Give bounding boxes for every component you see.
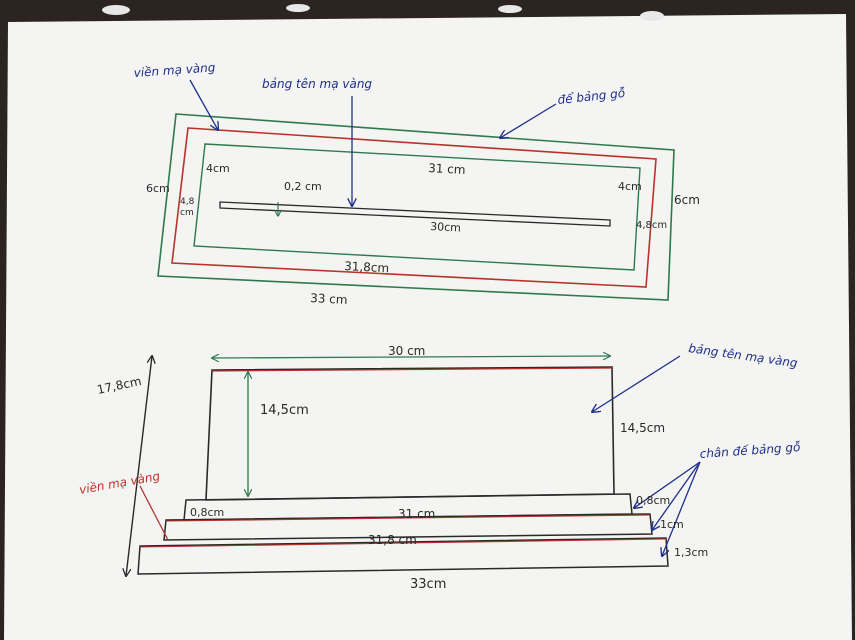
tier-3-gold-edge bbox=[139, 538, 667, 548]
pointer-arrow bbox=[662, 461, 701, 556]
dim-top-33cm: 33 cm bbox=[310, 291, 348, 307]
dim-top-48-left-a: 4,8 bbox=[180, 197, 195, 207]
ceiling-light-reflection bbox=[640, 11, 664, 21]
dim-top-48-right: 4,8cm bbox=[636, 220, 667, 231]
pointer-arrow bbox=[189, 79, 218, 130]
dim-top-02cm: 0,2 cm bbox=[284, 180, 322, 193]
dim-front-30cm: 30 cm bbox=[388, 344, 425, 358]
dim-front-08cm-left: 0,8cm bbox=[190, 506, 224, 519]
dim-top-31cm: 31 cm bbox=[428, 161, 466, 177]
paper-sheet bbox=[4, 14, 852, 640]
dim-top-4cm-left: 4cm bbox=[206, 162, 230, 175]
ceiling-light-reflection bbox=[498, 5, 522, 13]
dim-top-6cm-left: 6cm bbox=[146, 182, 170, 195]
label-bang-ten: bảng tên mạ vàng bbox=[262, 77, 372, 91]
pointer-arrow bbox=[634, 461, 701, 508]
name-plate-strip bbox=[219, 201, 611, 227]
dim-front-33cm: 33cm bbox=[410, 577, 446, 592]
dim-front-145cm-right: 14,5cm bbox=[620, 421, 665, 435]
dim-front-08cm-right: 0,8cm bbox=[636, 494, 670, 507]
dim-top-30cm: 30cm bbox=[430, 220, 461, 235]
gold-rim-outline bbox=[171, 127, 657, 288]
dim-front-13cm: 1,3cm bbox=[674, 546, 708, 559]
dim-front-145cm-left: 14,5cm bbox=[260, 403, 309, 418]
dim-front-31cm: 31 cm bbox=[398, 507, 435, 521]
dim-top-318cm: 31,8cm bbox=[344, 259, 390, 275]
dim-top-48-left-b: cm bbox=[180, 208, 194, 218]
inner-panel-outline bbox=[193, 143, 641, 271]
ceiling-light-reflection bbox=[102, 5, 130, 15]
pointer-arrow bbox=[592, 355, 681, 412]
pointer-arrow-red bbox=[139, 485, 169, 541]
dim-arrow-30cm bbox=[212, 356, 610, 358]
dim-top-4cm-right: 4cm bbox=[618, 180, 642, 193]
ceiling-light-reflection bbox=[286, 4, 310, 12]
top-view: viền mạ vàng bảng tên mạ vàng để bảng gỗ… bbox=[133, 60, 700, 307]
dim-top-6cm-right: 6cm bbox=[674, 193, 700, 207]
dim-front-318cm: 31,8 cm bbox=[368, 533, 417, 547]
dim-front-1cm: 1cm bbox=[660, 518, 684, 531]
label-vien-ma-vang: viền mạ vàng bbox=[133, 60, 216, 80]
pointer-arrow bbox=[500, 103, 557, 138]
tier-2-gold-edge bbox=[165, 514, 651, 522]
plate-gold-edge bbox=[211, 367, 613, 372]
dim-arrow-178cm bbox=[126, 356, 152, 576]
pointer-arrow bbox=[652, 461, 701, 530]
